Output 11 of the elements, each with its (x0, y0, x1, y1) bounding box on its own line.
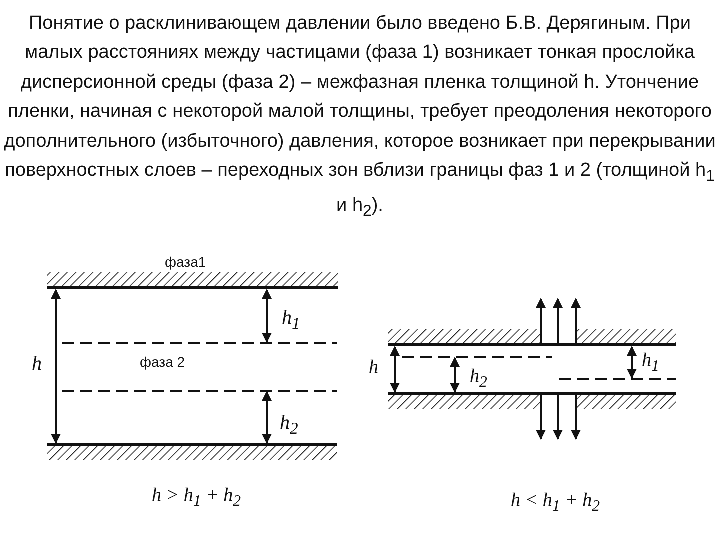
formula: h > h$_{1}$ + h$_{2}$ (152, 486, 241, 510)
formula: h < h$_{1}$ + h$_{2}$ (511, 491, 600, 515)
thickness-symbol: h$_{1}$ (282, 308, 300, 333)
thickness-symbol: h$_{2}$ (280, 413, 298, 438)
phase-label: фаза1 (165, 255, 206, 269)
phase-label: фаза 2 (140, 355, 186, 369)
thickness-symbol: h (369, 358, 378, 377)
thickness-symbol: h$_{1}$ (642, 351, 660, 375)
thickness-symbol: h$_{2}$ (470, 367, 488, 391)
thickness-symbol: h (32, 354, 42, 374)
description-paragraph: Понятие о расклинивающем давлении было введено Б.В. Дерягиным. При малых расстояниях между частицами (фаза 1) возникает тонкая прослойка дисперсионной среды (фаза 2) – межфазная пленка толщиной h. Утончение пленки, начиная с некоторой малой толщины, требует преодоления некоторого дополнительного (избыточного) давления, которое возникает при перекрывании поверхностных слоев – переходных зон вблизи границы фаз 1 и 2 (толщиной h$_{1}$ и h$_{2}$). (4, 12, 716, 222)
